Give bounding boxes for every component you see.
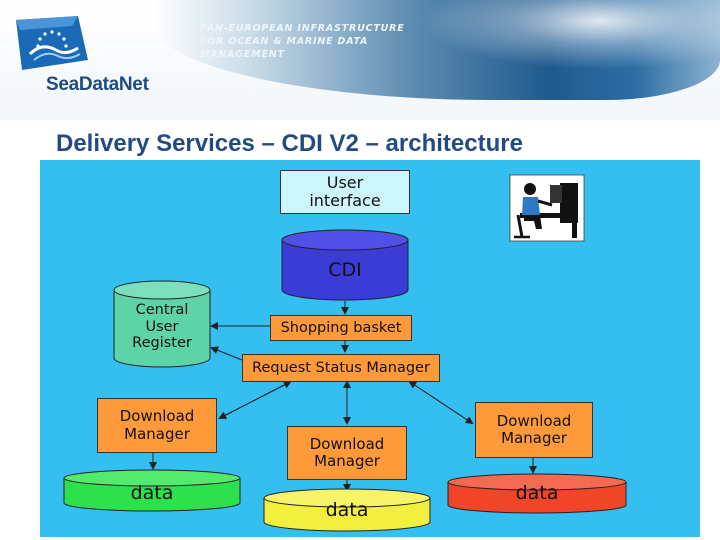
data-center-label: data [325, 499, 369, 521]
download-manager-center-box: Download Manager [287, 426, 407, 480]
arrow-dm-right-to-request [408, 380, 473, 424]
data-left-label: data [130, 482, 174, 504]
seadatanet-logo-text: SeaDataNet [46, 74, 149, 95]
central-user-register-label: Central User Register [132, 302, 192, 352]
slide-title: Delivery Services – CDI V2 – architectur… [56, 130, 523, 157]
cdi-database-cylinder [281, 229, 409, 301]
data-right-label: data [515, 482, 559, 504]
user-at-computer-icon [509, 174, 585, 242]
user-interface-box: User interface [280, 170, 410, 214]
tagline-line-3: MANAGEMENT [200, 49, 285, 60]
central-user-register-cylinder [113, 280, 211, 368]
architecture-diagram: User interface CDI Central User Register… [40, 160, 700, 537]
shopping-basket-box: Shopping basket [270, 315, 412, 341]
seadatanet-logo-icon [16, 16, 88, 70]
arrow-dm-left-to-request [219, 381, 292, 419]
data-right-cylinder [447, 473, 627, 514]
data-center-cylinder [263, 488, 431, 532]
connector-arrows [63, 174, 627, 532]
download-manager-right-box: Download Manager [475, 402, 593, 458]
tagline-line-1: PAN-EUROPEAN INFRASTRUCTURE [200, 23, 405, 34]
request-status-manager-box: Request Status Manager [242, 354, 440, 382]
header-tagline: PAN-EUROPEAN INFRASTRUCTURE FOR OCEAN & … [200, 22, 405, 61]
arrow-request-to-register [210, 346, 243, 361]
header-wave-foam [420, 0, 720, 70]
data-left-cylinder [63, 469, 241, 512]
download-manager-left-box: Download Manager [97, 398, 217, 453]
tagline-line-2: FOR OCEAN & MARINE DATA [200, 36, 369, 47]
cdi-label: CDI [328, 259, 362, 281]
header-banner: PAN-EUROPEAN INFRASTRUCTURE FOR OCEAN & … [0, 0, 720, 120]
